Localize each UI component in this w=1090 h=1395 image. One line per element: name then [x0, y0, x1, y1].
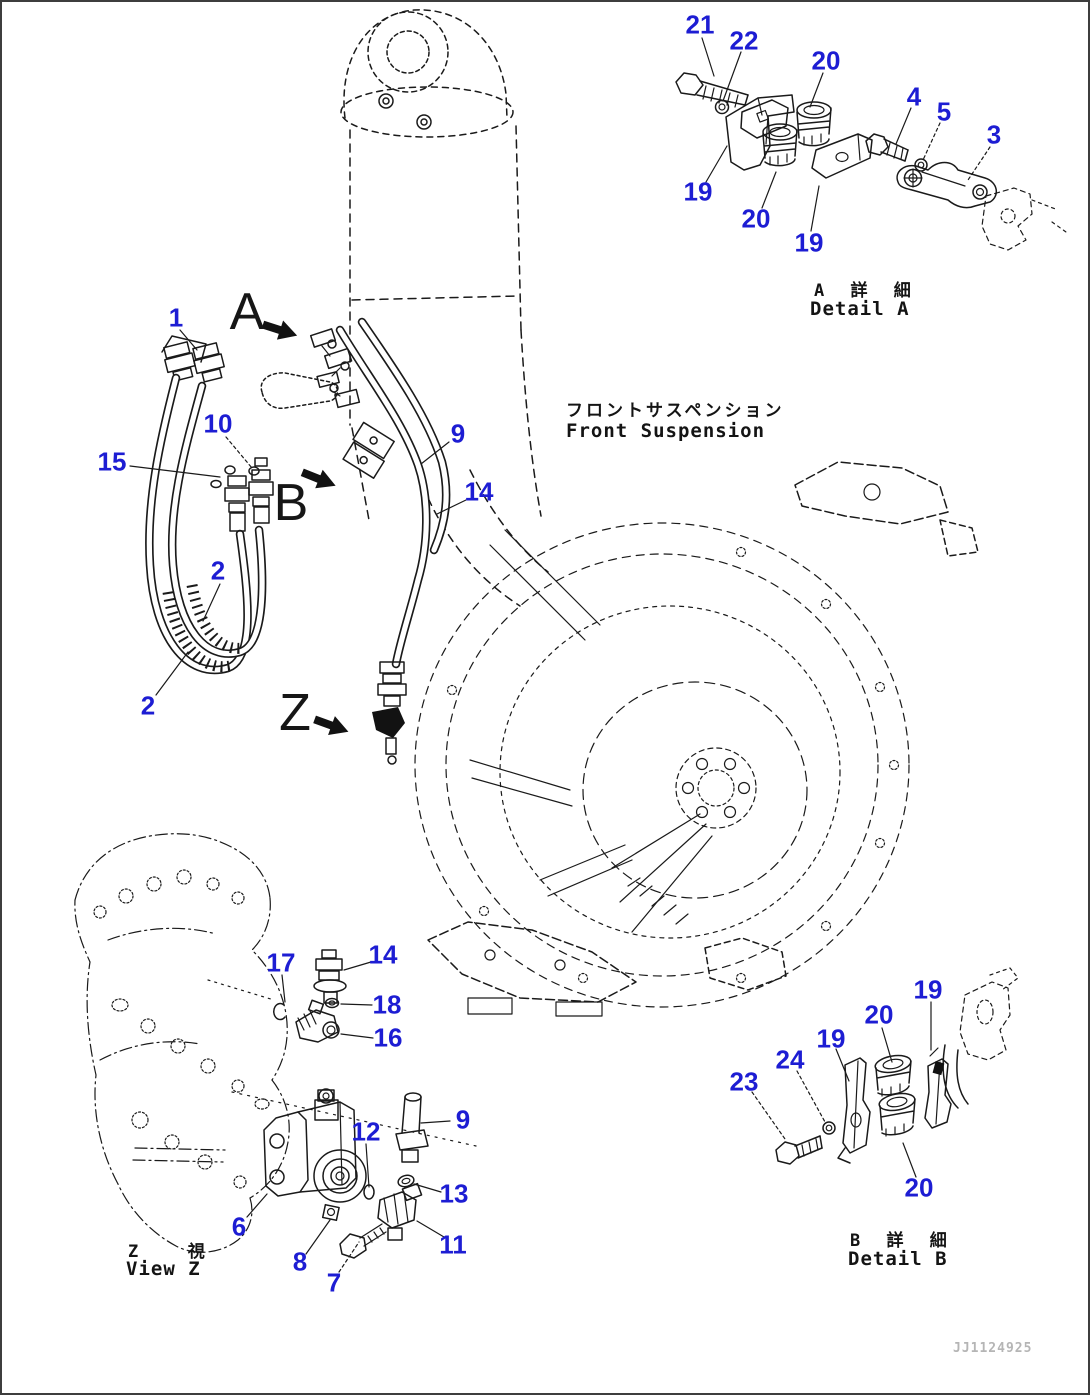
callout-20-a2: 20 [741, 203, 771, 234]
callout-19-b1: 19 [913, 974, 943, 1005]
title-english: Front Suspension [566, 420, 766, 442]
detail-b-label-jp: B 詳 細 [850, 1231, 950, 1251]
view-z-label-jp: Z 視 [128, 1242, 208, 1262]
callout-6: 6 [231, 1211, 247, 1242]
callout-2-lower: 2 [140, 690, 156, 721]
callout-9-viewz: 9 [455, 1104, 471, 1135]
leader-lines [129, 37, 991, 1273]
valve-assembly-drawing [263, 949, 429, 1259]
view-letter-a: A [229, 283, 265, 341]
hub-housing-drawing [414, 461, 979, 1017]
title-japanese: フロントサスペンション [566, 401, 785, 421]
callout-8: 8 [292, 1246, 308, 1277]
cylinder-manifold-drawing [260, 328, 361, 410]
view-z-bracket-drawing [74, 833, 477, 1253]
drawing-number-watermark: JJ1124925 [953, 1341, 1033, 1356]
view-z-label-en: View Z [126, 1258, 201, 1280]
callout-24: 24 [775, 1044, 805, 1075]
detail-a-label-en: Detail A [810, 298, 910, 320]
callout-3: 3 [986, 119, 1002, 150]
callout-13: 13 [439, 1178, 469, 1209]
hose-connectors-top-drawing [163, 341, 225, 383]
view-letter-b: B [273, 474, 309, 532]
callout-19-b2: 19 [816, 1023, 846, 1054]
callout-5: 5 [936, 96, 952, 127]
callout-14-viewz: 14 [368, 939, 398, 970]
callout-20-b2: 20 [904, 1172, 934, 1203]
swivel-joint-drawing [372, 661, 407, 765]
callout-7: 7 [326, 1267, 342, 1298]
callout-20-b1: 20 [864, 999, 894, 1030]
callout-18: 18 [372, 989, 402, 1020]
callout-11: 11 [439, 1229, 467, 1260]
arrow-b-icon [300, 468, 336, 489]
detail-b-label-en: Detail B [848, 1248, 948, 1270]
callout-4: 4 [906, 81, 922, 112]
callout-22: 22 [729, 25, 759, 56]
callout-15: 15 [97, 446, 127, 477]
arrow-z-icon [313, 715, 349, 735]
callout-21: 21 [685, 9, 715, 40]
detail-b-parts-drawing [775, 967, 1019, 1165]
view-letter-z: Z [279, 684, 311, 742]
callout-19-a2: 19 [794, 227, 824, 258]
callout-16: 16 [373, 1022, 403, 1053]
callout-20-a1: 20 [811, 45, 841, 76]
hose-connectors-mid-drawing [210, 457, 274, 532]
callout-10: 10 [203, 408, 233, 439]
tube-pair-drawing [335, 317, 451, 669]
detail-a-label-jp: A 詳 細 [814, 281, 914, 301]
callout-9-main: 9 [450, 418, 466, 449]
detail-a-parts-drawing [675, 72, 1067, 251]
callout-17: 17 [266, 947, 296, 978]
callout-12: 12 [351, 1116, 381, 1147]
callout-2-upper: 2 [210, 555, 226, 586]
callout-14-main: 14 [464, 476, 494, 507]
arrow-a-icon [261, 320, 298, 340]
callout-23: 23 [729, 1066, 759, 1097]
callout-1: 1 [168, 302, 184, 333]
callout-19-a1: 19 [683, 176, 713, 207]
